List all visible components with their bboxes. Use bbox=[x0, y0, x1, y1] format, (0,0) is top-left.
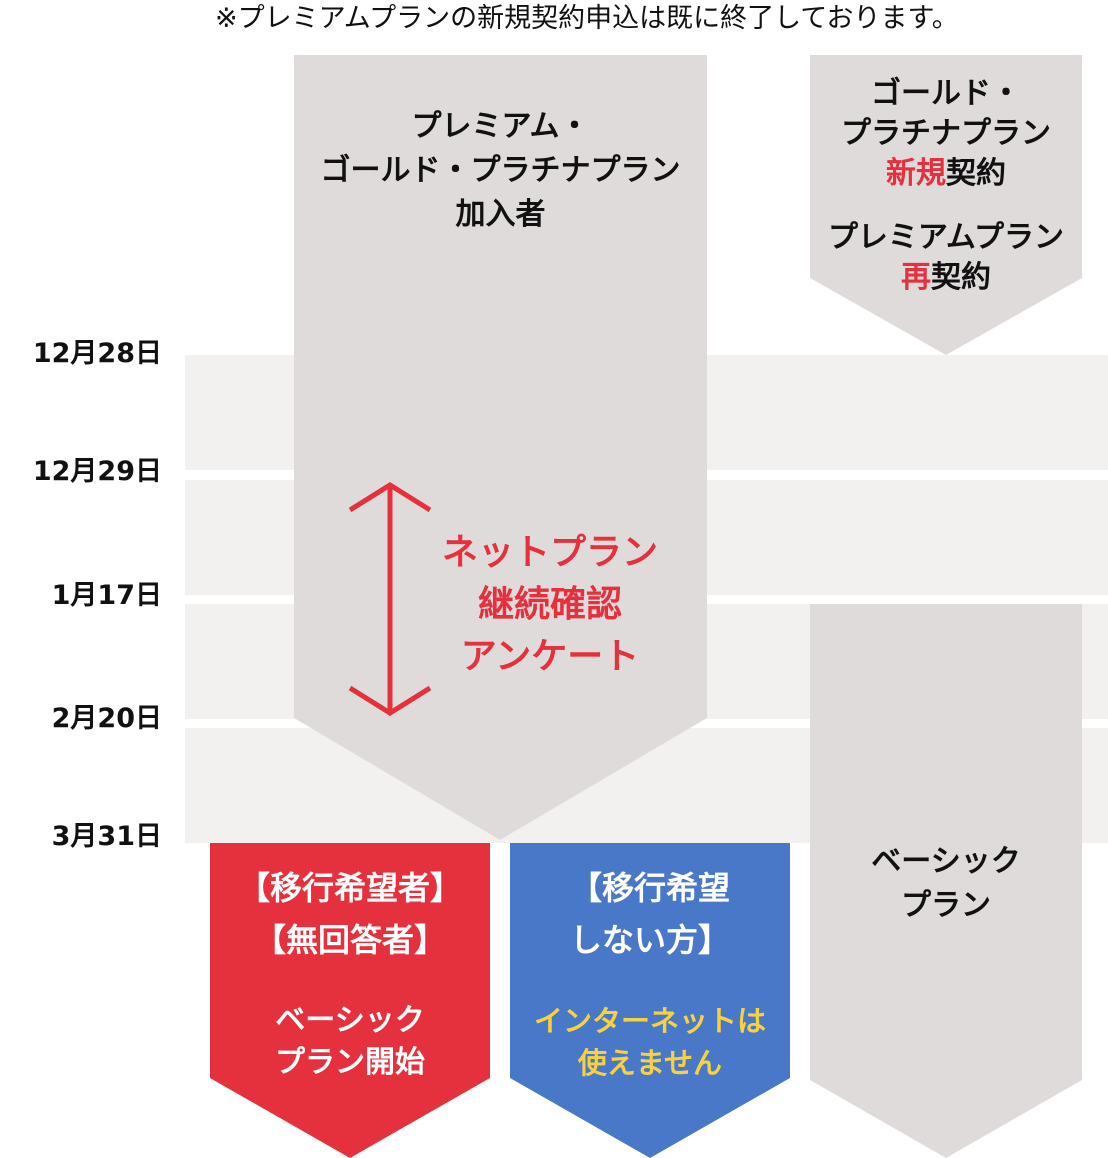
basic-plan-label: ベーシック プラン bbox=[871, 844, 1021, 923]
no-migrate-label: 【移行希望 しない方】 bbox=[569, 869, 730, 959]
migrate-label: 【移行希望者】 【無回答者】 bbox=[237, 869, 462, 959]
no-migrate-arrow bbox=[510, 843, 790, 1158]
no-internet-label: インターネットは 使えません bbox=[533, 1004, 766, 1080]
date-label: 12月28日 bbox=[32, 338, 162, 369]
date-label: 2月20日 bbox=[51, 703, 162, 734]
date-label: 3月31日 bbox=[51, 821, 162, 852]
survey-period-double-arrow bbox=[348, 482, 432, 716]
migrate-arrow bbox=[210, 843, 490, 1158]
notice-text: ※プレミアムプランの新規契約申込は既に終了しております。 bbox=[215, 3, 959, 34]
new-contract-label: ゴールド・ プラチナプラン 新規契約 プレミアムプラン 再契約 bbox=[827, 76, 1065, 295]
date-label: 1月17日 bbox=[51, 580, 162, 611]
existing-members-arrow bbox=[294, 55, 707, 840]
date-label: 12月29日 bbox=[32, 456, 162, 487]
existing-members-label: プレミアム・ ゴールド・プラチナプラン 加入者 bbox=[320, 109, 681, 232]
new-contract-arrow bbox=[810, 55, 1082, 355]
migrate-plan-label: ベーシック プラン開始 bbox=[275, 1003, 425, 1080]
basic-plan-arrow bbox=[810, 604, 1082, 1158]
survey-label: ネットプラン 継続確認 アンケート bbox=[441, 532, 658, 677]
